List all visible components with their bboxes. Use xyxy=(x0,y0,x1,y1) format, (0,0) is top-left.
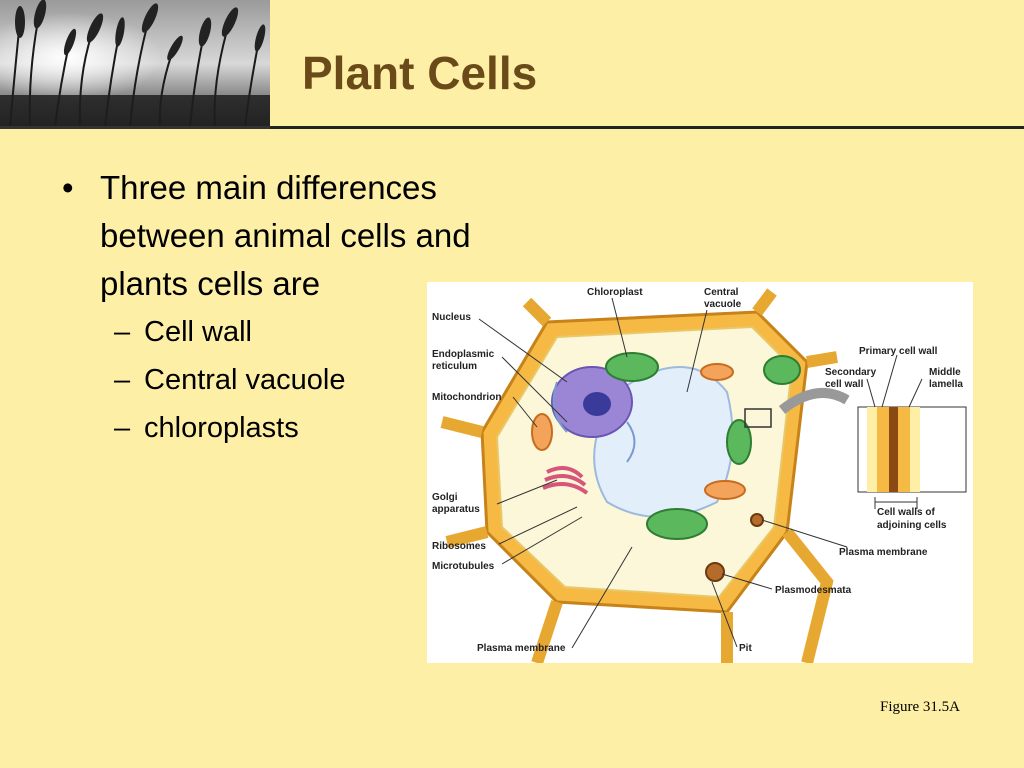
sub-item-cell-wall: – Cell wall xyxy=(58,308,478,356)
zoom-box xyxy=(744,408,772,428)
label-chloroplast: Chloroplast xyxy=(587,287,643,298)
header-divider-photo xyxy=(0,126,270,129)
label-adjoining-walls: Cell walls of xyxy=(877,507,935,518)
header-divider xyxy=(270,126,1024,129)
nucleolus xyxy=(583,392,611,416)
bullet-text: Three main differences between animal ce… xyxy=(100,169,471,302)
zoom-arrow xyxy=(778,388,850,414)
slide-title: Plant Cells xyxy=(302,47,538,99)
chloroplast xyxy=(605,352,659,382)
sub-dash: – xyxy=(114,316,131,348)
label-plasma-membrane-bottom: Plasma membrane xyxy=(477,643,566,654)
chloroplast xyxy=(726,419,752,465)
wheat-field-photo xyxy=(0,0,270,127)
sub-item-central-vacuole: – Central vacuole xyxy=(58,356,478,404)
sub-item-text: Cell wall xyxy=(144,316,252,348)
label-golgi-2: apparatus xyxy=(432,504,480,515)
adjoining-cell-wall xyxy=(440,288,838,665)
golgi-apparatus xyxy=(542,466,589,495)
label-middle-lamella-2: lamella xyxy=(929,379,963,390)
label-er: Endoplasmic xyxy=(432,349,495,360)
bullet-dot: • xyxy=(62,169,74,206)
label-secondary-cell-wall-2: cell wall xyxy=(825,379,864,390)
chloroplast xyxy=(763,355,801,385)
label-secondary-cell-wall: Secondary xyxy=(825,367,877,378)
label-ribosomes: Ribosomes xyxy=(432,541,486,552)
plasmodesma xyxy=(705,562,725,582)
leader-lines xyxy=(478,297,923,649)
sub-item-chloroplasts: – chloroplasts xyxy=(58,404,478,452)
plasmodesma xyxy=(750,513,764,527)
label-middle-lamella: Middle xyxy=(929,367,961,378)
label-er-2: reticulum xyxy=(432,361,477,372)
label-adjoining-walls-2: adjoining cells xyxy=(877,520,947,531)
label-nucleus: Nucleus xyxy=(432,312,471,323)
label-primary-cell-wall: Primary cell wall xyxy=(859,346,938,357)
sub-dash: – xyxy=(114,364,131,396)
sub-dash: – xyxy=(114,412,131,444)
figure-caption: Figure 31.5A xyxy=(880,699,960,715)
label-central-vacuole-2: vacuole xyxy=(704,299,742,310)
chloroplast xyxy=(646,508,708,540)
label-central-vacuole: Central xyxy=(704,287,739,298)
mitochondrion xyxy=(700,363,734,381)
slide-header: Plant Cells xyxy=(0,0,1024,129)
label-plasma-membrane-right: Plasma membrane xyxy=(839,547,928,558)
cell-wall-detail xyxy=(857,406,967,493)
label-pit: Pit xyxy=(739,643,752,654)
mitochondrion xyxy=(531,413,553,451)
bullet-list: • Three main differences between animal … xyxy=(58,164,478,452)
label-golgi: Golgi xyxy=(432,492,458,503)
label-mitochondrion: Mitochondrion xyxy=(432,392,501,403)
plant-cell-diagram: Chloroplast Central vacuole Nucleus Endo… xyxy=(427,282,973,665)
mitochondrion xyxy=(704,480,746,500)
label-plasmodesmata: Plasmodesmata xyxy=(775,585,852,596)
sub-item-text: chloroplasts xyxy=(144,412,299,444)
sub-item-text: Central vacuole xyxy=(144,364,346,396)
label-microtubules: Microtubules xyxy=(432,561,495,572)
bullet-item: • Three main differences between animal … xyxy=(58,164,478,308)
